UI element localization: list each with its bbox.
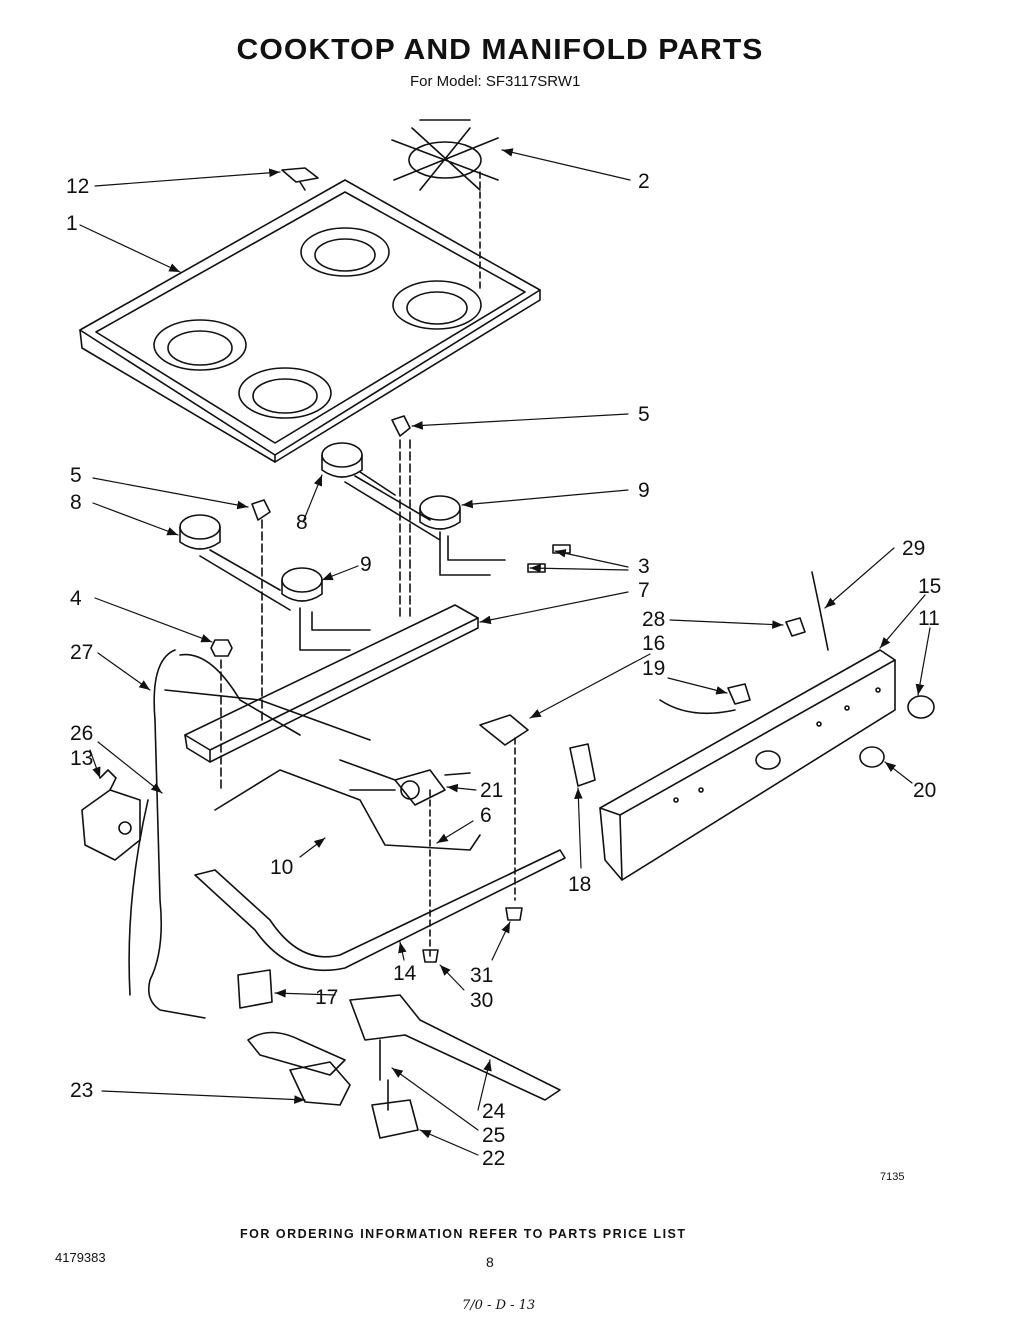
callout-20: 20	[913, 779, 936, 802]
rod-part-29	[811, 571, 829, 651]
callout-14: 14	[393, 962, 417, 985]
callout-16: 16	[642, 632, 665, 655]
callout-5-right: 5	[638, 403, 650, 426]
callout-13: 13	[70, 747, 93, 770]
callout-26: 26	[70, 722, 93, 745]
nut-part-4	[210, 639, 233, 657]
callout-17: 17	[315, 986, 338, 1009]
callout-27: 27	[70, 641, 93, 664]
tube-part-10	[214, 769, 481, 851]
bracket-part-5-left	[251, 499, 271, 521]
callout-30: 30	[470, 989, 493, 1012]
manifold-part-14	[194, 789, 566, 972]
callout-5-left: 5	[70, 464, 82, 487]
burner-assembly-left	[179, 514, 371, 721]
switch-part-11	[907, 695, 935, 719]
handwritten-note: 7/0 - D - 13	[462, 1298, 536, 1313]
callout-23: 23	[70, 1079, 93, 1102]
document-number: 4179383	[55, 1250, 106, 1265]
callout-10: 10	[270, 856, 293, 879]
callout-15: 15	[918, 575, 941, 598]
callout-22: 22	[482, 1147, 505, 1170]
valve-part-16	[479, 714, 529, 901]
callout-3: 3	[638, 555, 650, 578]
callout-4: 4	[70, 587, 82, 610]
callout-9-right: 9	[638, 479, 650, 502]
callout-8-right: 8	[296, 511, 308, 534]
control-panel-part-15	[599, 649, 896, 881]
bracket-part-17	[237, 969, 273, 1009]
model-subtitle: For Model: SF3117SRW1	[410, 73, 581, 90]
callout-9-left: 9	[360, 553, 372, 576]
cooktop-part	[79, 179, 541, 463]
switch-part-19	[659, 683, 751, 715]
callout-8-left: 8	[70, 491, 82, 514]
callout-6: 6	[480, 804, 492, 827]
page-title: COOKTOP AND MANIFOLD PARTS	[236, 34, 764, 66]
bracket-part-18	[569, 743, 596, 787]
callout-21: 21	[480, 779, 503, 802]
callout-11: 11	[918, 607, 940, 630]
callout-19: 19	[642, 657, 665, 680]
burner-assembly-right	[321, 439, 506, 621]
orifice-part-30	[422, 949, 439, 963]
diagram-code: 7135	[880, 1171, 904, 1183]
burner-bracket-part-7	[184, 604, 479, 763]
clip-part-12	[281, 167, 319, 191]
valve-part-13	[81, 769, 141, 861]
callout-18: 18	[568, 873, 591, 896]
callout-labels: 1 2 12 5 5 8 8 9 9 3 7 4 27 26 13 29 15 …	[66, 170, 941, 1183]
callout-24: 24	[482, 1100, 506, 1123]
ordering-footer: FOR ORDERING INFORMATION REFER TO PARTS …	[240, 1227, 687, 1241]
oven-burner-parts	[247, 994, 561, 1139]
callout-28: 28	[642, 608, 665, 631]
plug-part-28	[785, 617, 806, 637]
valve-part-21	[339, 759, 471, 806]
callout-29: 29	[902, 537, 925, 560]
callout-25: 25	[482, 1124, 505, 1147]
callout-31: 31	[470, 964, 493, 987]
page-number: 8	[486, 1254, 494, 1270]
tubing-parts-26-27	[128, 649, 371, 1019]
leader-lines	[79, 148, 931, 1156]
callout-12: 12	[66, 175, 89, 198]
orifice-part-31	[505, 907, 523, 921]
callout-2: 2	[638, 170, 650, 193]
callout-1: 1	[66, 212, 78, 235]
callout-7: 7	[638, 579, 650, 602]
grommet-part-20	[859, 746, 885, 768]
bracket-part-5-right	[391, 415, 411, 437]
burner-grate-part	[391, 119, 499, 291]
